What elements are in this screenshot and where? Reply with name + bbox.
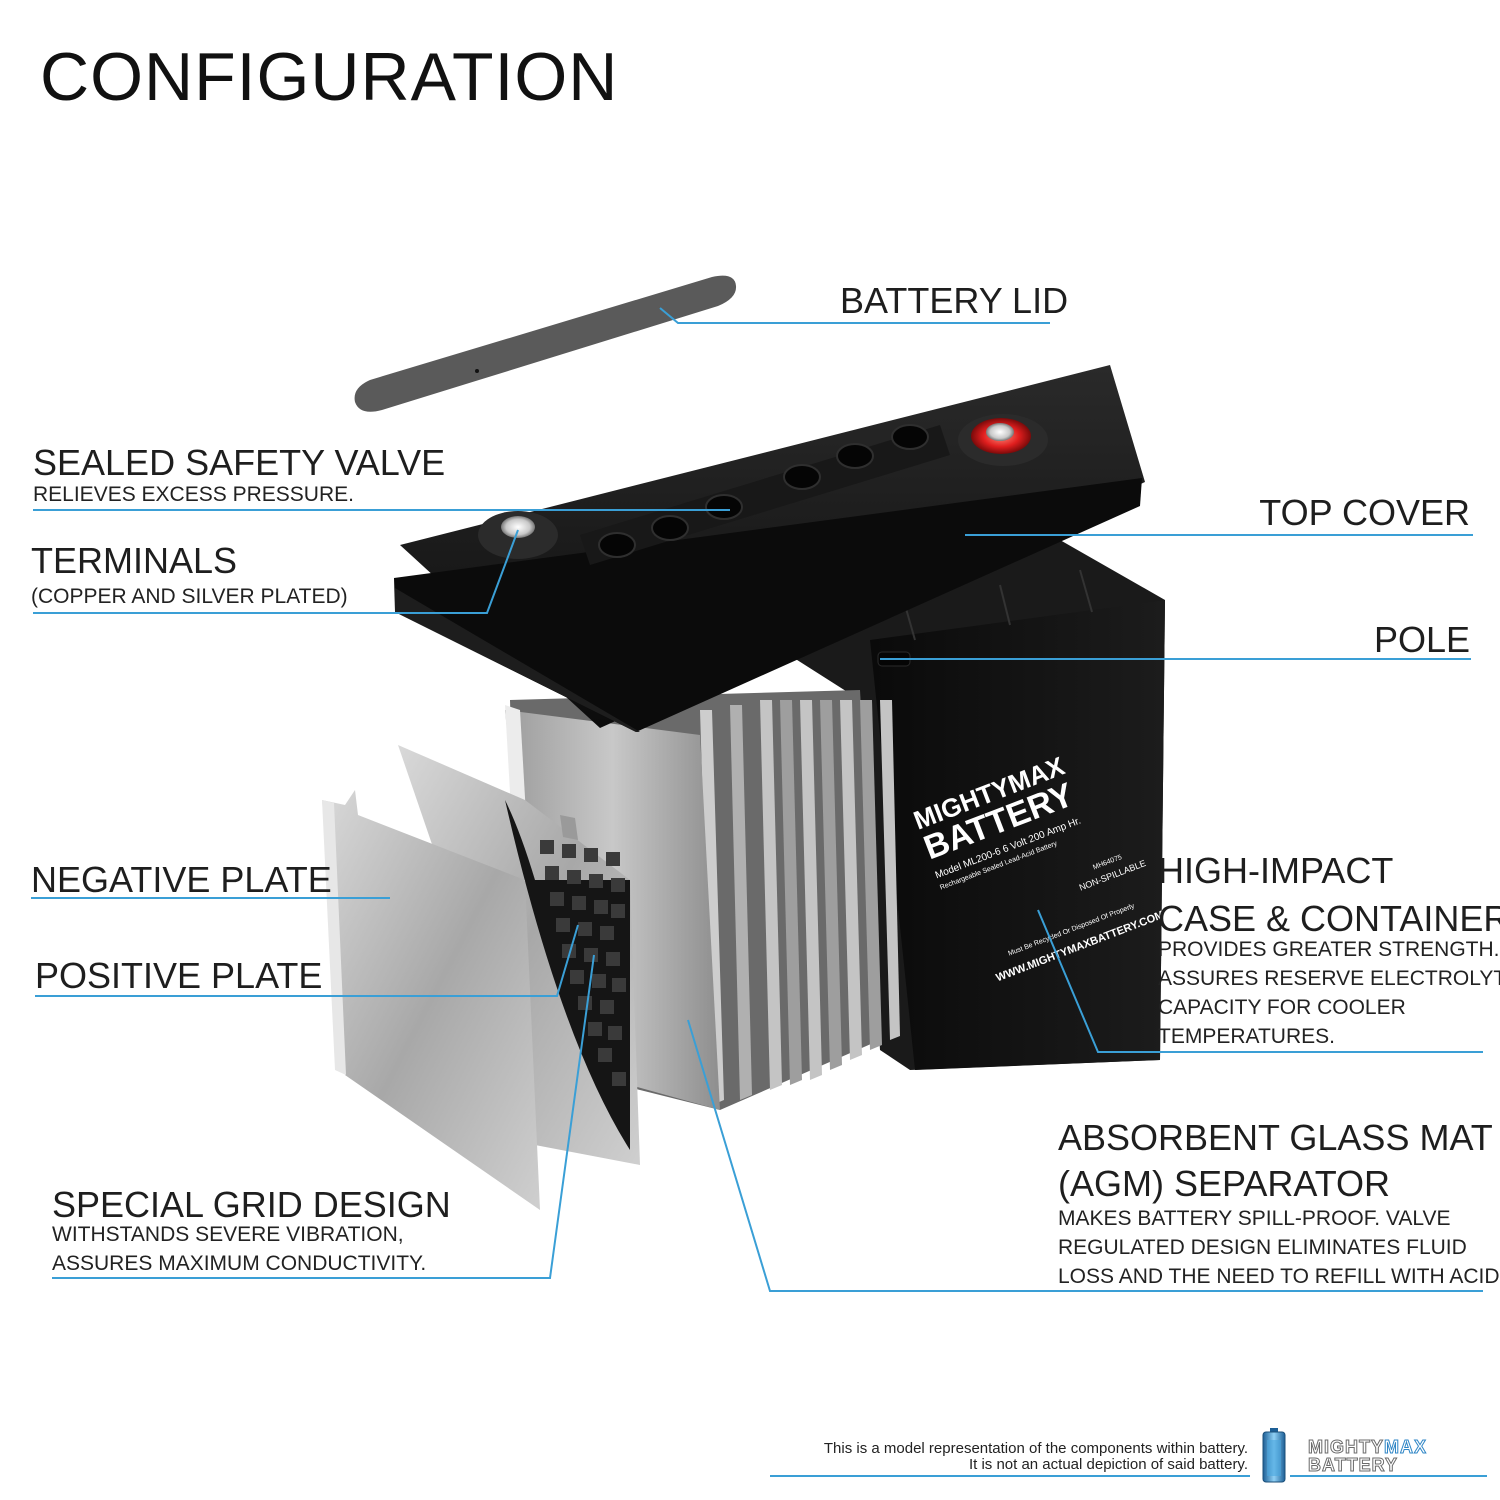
- leader-battery-lid: [659, 307, 1050, 324]
- leader-positive-plate: [35, 924, 579, 997]
- negative-plate-label: NEGATIVE PLATE: [31, 859, 332, 900]
- battery-lid: [354, 275, 737, 412]
- pole-label: POLE: [1373, 619, 1470, 660]
- battery-case: [640, 540, 1165, 1070]
- sealed-safety-valve-label: SEALED SAFETY VALVE: [33, 442, 446, 483]
- agm-separator-desc-line: LOSS AND THE NEED TO REFILL WITH ACID.: [1058, 1265, 1500, 1288]
- battery-logo-icon: [1262, 1428, 1286, 1483]
- high-impact-case-desc-line: ASSURES RESERVE ELECTROLYTE: [1158, 967, 1500, 990]
- agm-separator-desc-line: REGULATED DESIGN ELIMINATES FLUID: [1058, 1236, 1467, 1259]
- high-impact-case-label-1: HIGH-IMPACT: [1158, 850, 1394, 891]
- high-impact-case-desc: PROVIDES GREATER STRENGTH. ASSURES RESER…: [1158, 935, 1500, 1051]
- agm-separator-label-1: ABSORBENT GLASS MAT: [1058, 1117, 1493, 1158]
- high-impact-case-desc-line: CAPACITY FOR COOLER: [1158, 996, 1406, 1019]
- terminals-label: TERMINALS: [31, 540, 238, 581]
- top-cover-label: TOP COVER: [1259, 492, 1470, 533]
- top-cover: [394, 365, 1145, 732]
- high-impact-case-desc-line: PROVIDES GREATER STRENGTH.: [1158, 938, 1500, 961]
- disclaimer-line: This is a model representation of the co…: [823, 1440, 1248, 1457]
- disclaimer-line: It is not an actual depiction of said ba…: [968, 1456, 1248, 1473]
- brand-logo-line-2: BATTERY: [1308, 1455, 1398, 1475]
- disclaimer: This is a model representation of the co…: [824, 1441, 1248, 1473]
- special-grid-design-label: SPECIAL GRID DESIGN: [52, 1184, 451, 1225]
- leader-terminals: [33, 529, 519, 614]
- brand-logo-line-1: MIGHTYMAX: [1308, 1437, 1427, 1457]
- leader-agm-separator: [687, 1019, 1483, 1292]
- positive-plate-label: POSITIVE PLATE: [35, 955, 323, 996]
- high-impact-case-desc-line: TEMPERATURES.: [1158, 1025, 1335, 1048]
- battery-lid-label: BATTERY LID: [840, 280, 1069, 321]
- leader-lines: [31, 307, 1487, 1477]
- high-impact-case-label-2: CASE & CONTAINER: [1158, 898, 1500, 939]
- sealed-safety-valve-desc: RELIEVES EXCESS PRESSURE.: [33, 483, 354, 506]
- brand-logo-max: MAX: [1384, 1437, 1427, 1457]
- brand-logo-text: MIGHTYMAX BATTERY: [1308, 1437, 1427, 1475]
- agm-separator-label-2: (AGM) SEPARATOR: [1058, 1163, 1391, 1204]
- negative-plate: [322, 790, 540, 1210]
- leader-special-grid-design: [52, 954, 595, 1279]
- special-grid-design-desc: WITHSTANDS SEVERE VIBRATION, ASSURES MAX…: [52, 1220, 426, 1278]
- agm-separator-desc: MAKES BATTERY SPILL-PROOF. VALVE REGULAT…: [1058, 1204, 1500, 1291]
- page-title: CONFIGURATION: [40, 39, 619, 115]
- agm-separator-desc-line: MAKES BATTERY SPILL-PROOF. VALVE: [1058, 1207, 1451, 1230]
- leader-high-impact-case: [1037, 909, 1483, 1053]
- special-grid-design-desc-line: WITHSTANDS SEVERE VIBRATION,: [52, 1223, 404, 1246]
- brand-logo-mighty: MIGHTY: [1308, 1437, 1384, 1457]
- special-grid-design-desc-line: ASSURES MAXIMUM CONDUCTIVITY.: [52, 1252, 427, 1275]
- terminals-desc: (COPPER AND SILVER PLATED): [31, 585, 348, 608]
